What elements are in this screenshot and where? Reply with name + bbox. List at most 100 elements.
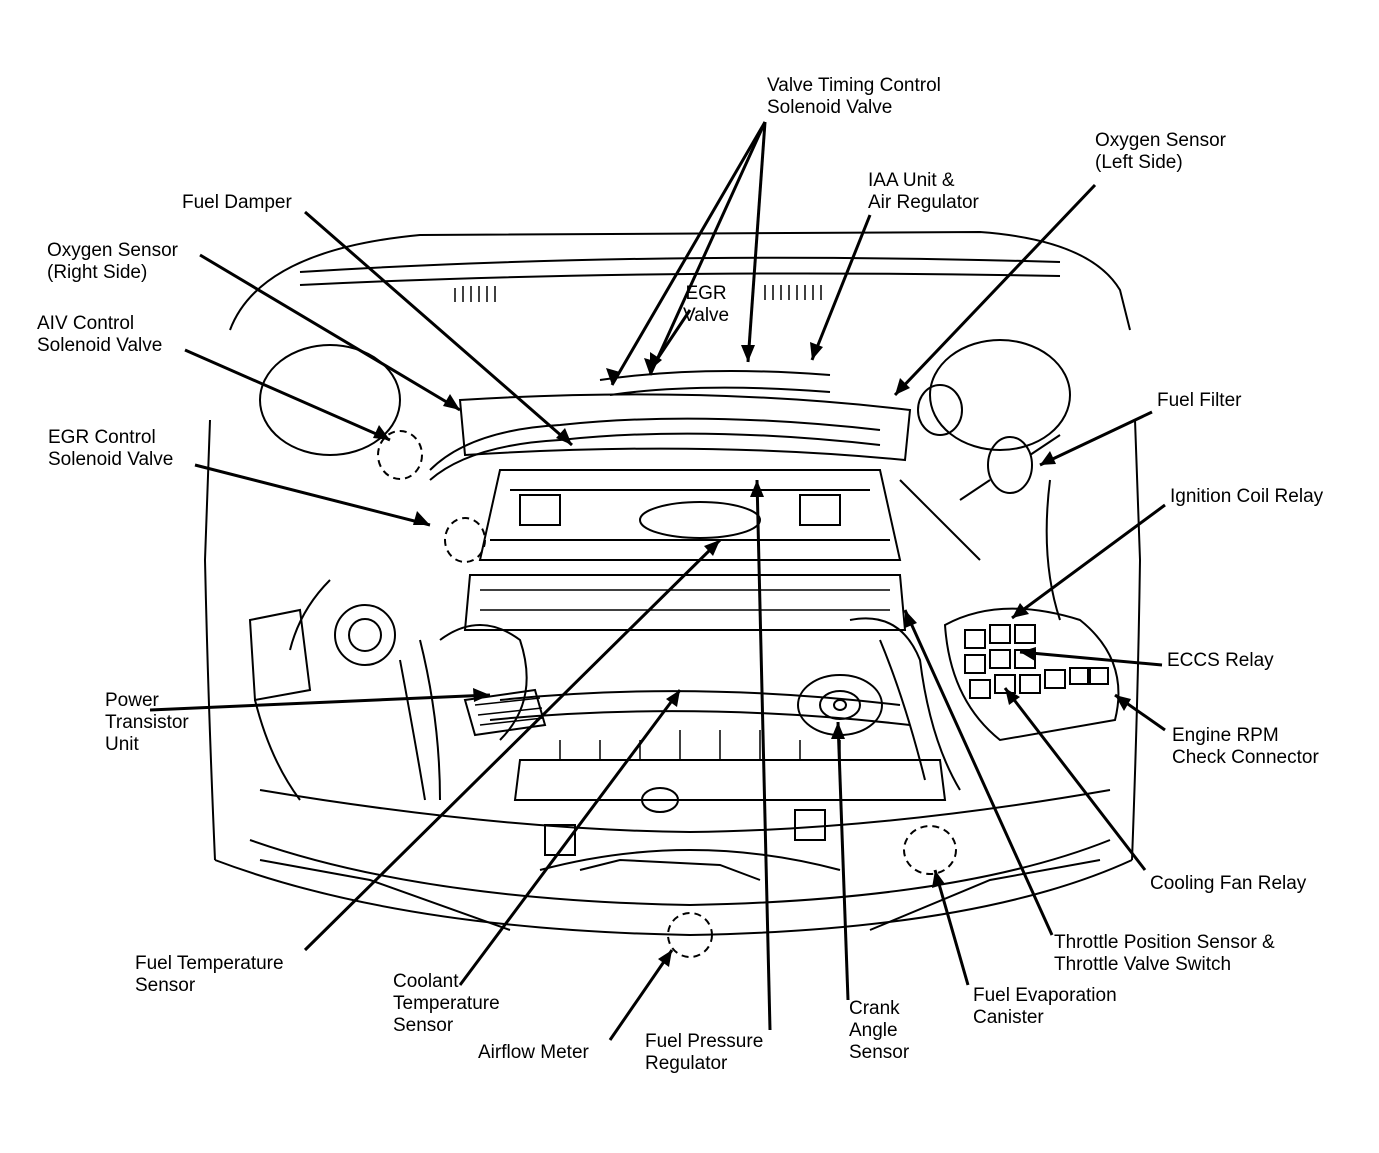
label-line: Coolant [393, 971, 459, 992]
label-line: Fuel Filter [1157, 390, 1242, 411]
label-line: Power [105, 690, 159, 711]
label-fuel-damper: Fuel Damper [182, 192, 292, 214]
label-line: (Right Side) [47, 262, 148, 283]
label-aiv-control-solenoid: AIV Control Solenoid Valve [37, 313, 162, 357]
label-line: (Left Side) [1095, 152, 1183, 173]
label-cooling-fan-relay: Cooling Fan Relay [1150, 873, 1306, 895]
label-throttle-position-sensor: Throttle Position Sensor & Throttle Valv… [1054, 932, 1275, 976]
label-line: EGR Control [48, 427, 156, 448]
label-line: Oxygen Sensor [47, 240, 178, 261]
label-line: Valve [683, 305, 730, 326]
arrow-ignition-coil [1012, 603, 1029, 618]
label-line: Fuel Evaporation [973, 985, 1117, 1006]
leader-airflow-meter [608, 949, 674, 1041]
leader-fuel-filter [1039, 410, 1153, 467]
leader-oxygen-right [199, 253, 461, 412]
arrow-engine-rpm [1115, 695, 1131, 711]
arrow-throttle-position [905, 610, 917, 628]
label-coolant-temperature-sensor: Coolant Temperature Sensor [393, 971, 500, 1037]
label-egr-valve: EGR Valve [683, 283, 729, 327]
leader-coolant-temperature [458, 689, 682, 986]
label-line: Check Connector [1172, 747, 1319, 768]
label-line: Throttle Valve Switch [1054, 954, 1232, 975]
label-line: Angle [849, 1020, 898, 1041]
label-line: Cooling Fan Relay [1150, 873, 1307, 894]
leader-crank-angle [836, 721, 850, 1001]
label-line: Airflow Meter [478, 1042, 589, 1063]
arrow-eccs-relay [1020, 647, 1036, 661]
arrow-power-transistor [473, 688, 490, 702]
arrow-valve-timing-b [741, 345, 755, 362]
label-fuel-temperature-sensor: Fuel Temperature Sensor [135, 953, 284, 997]
label-line: Solenoid Valve [37, 335, 163, 356]
leader-ignition-coil [1011, 503, 1166, 620]
arrow-coolant-temperature [666, 690, 680, 707]
label-oxygen-sensor-right: Oxygen Sensor (Right Side) [47, 240, 178, 284]
leader-power-transistor [149, 693, 491, 712]
arrow-fuel-evaporation [932, 870, 945, 888]
label-eccs-relay: ECCS Relay [1167, 650, 1274, 672]
leader-fuel-temperature [303, 538, 722, 952]
label-line: AIV Control [37, 313, 135, 334]
leader-oxygen-left [893, 183, 1097, 397]
label-line: Temperature [393, 993, 500, 1014]
leader-valve-timing-c [648, 121, 767, 376]
leader-cooling-fan [1003, 687, 1147, 871]
label-iaa-unit-air-regulator: IAA Unit & Air Regulator [868, 170, 979, 214]
arrow-crank-angle [831, 722, 845, 739]
label-engine-rpm-connector: Engine RPM Check Connector [1172, 725, 1319, 769]
arrow-fuel-filter [1040, 451, 1056, 465]
leader-valve-timing-a [610, 121, 767, 386]
arrow-valve-timing-a [606, 368, 620, 385]
label-fuel-evaporation-canister: Fuel Evaporation Canister [973, 985, 1117, 1029]
arrow-fuel-temperature [704, 540, 720, 556]
label-line: Sensor [393, 1015, 454, 1036]
label-line: Sensor [135, 975, 196, 996]
arrow-cooling-fan [1005, 688, 1020, 705]
leader-throttle-position [903, 609, 1054, 936]
label-fuel-filter: Fuel Filter [1157, 390, 1241, 412]
leader-fuel-pressure [755, 479, 772, 1031]
label-line: Regulator [645, 1053, 728, 1074]
leader-iaa-unit [810, 214, 872, 361]
arrow-iaa-unit [810, 342, 823, 360]
arrow-fuel-damper [556, 428, 572, 445]
arrow-fuel-pressure [750, 480, 764, 497]
label-crank-angle-sensor: Crank Angle Sensor [849, 998, 909, 1064]
leader-fuel-evaporation [933, 869, 970, 986]
arrow-oxygen-right [443, 394, 460, 410]
label-line: Crank [849, 998, 900, 1019]
label-line: EGR [685, 283, 727, 304]
leader-egr-control [194, 463, 431, 527]
label-line: ECCS Relay [1167, 650, 1274, 671]
label-line: Oxygen Sensor [1095, 130, 1226, 151]
label-valve-timing-control: Valve Timing Control Solenoid Valve [767, 75, 941, 119]
leader-lines [149, 121, 1166, 1041]
arrow-airflow-meter [658, 950, 672, 967]
label-egr-control-solenoid: EGR Control Solenoid Valve [48, 427, 173, 471]
label-line: Valve Timing Control [767, 75, 941, 96]
label-airflow-meter: Airflow Meter [478, 1042, 589, 1064]
leader-aiv-control [184, 348, 391, 442]
engine-bay-artwork [203, 230, 1142, 958]
label-oxygen-sensor-left: Oxygen Sensor (Left Side) [1095, 130, 1226, 174]
label-line: Transistor [105, 712, 189, 733]
label-line: Solenoid Valve [767, 97, 893, 118]
label-line: Air Regulator [868, 192, 979, 213]
label-ignition-coil-relay: Ignition Coil Relay [1170, 486, 1323, 508]
label-line: IAA Unit & [868, 170, 955, 191]
label-line: Solenoid Valve [48, 449, 174, 470]
label-line: Ignition Coil Relay [1170, 486, 1324, 507]
label-line: Fuel Pressure [645, 1031, 764, 1052]
arrow-aiv-control [373, 425, 390, 440]
label-line: Unit [105, 734, 139, 755]
arrow-egr-control [413, 511, 430, 525]
label-fuel-pressure-regulator: Fuel Pressure Regulator [645, 1031, 763, 1075]
label-power-transistor-unit: Power Transistor Unit [105, 690, 189, 756]
label-line: Canister [973, 1007, 1044, 1028]
arrow-egr-valve [650, 352, 662, 370]
label-line: Fuel Damper [182, 192, 292, 213]
label-line: Fuel Temperature [135, 953, 284, 974]
